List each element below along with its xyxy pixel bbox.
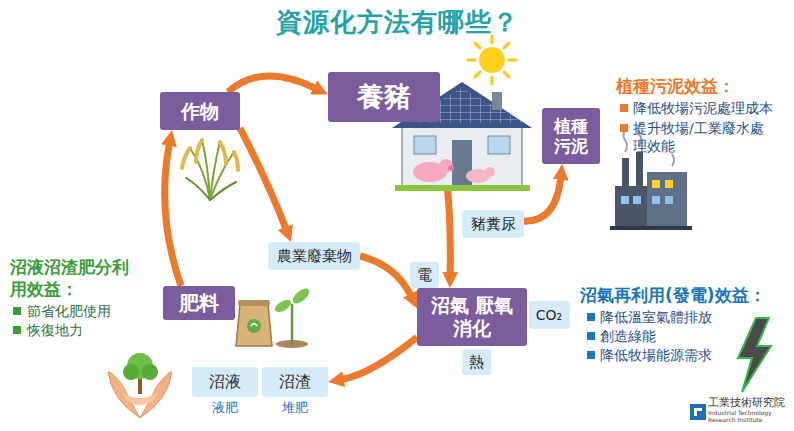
label-text: Industrial Technology Research Institute	[708, 410, 788, 424]
tag-box: 電	[410, 262, 439, 288]
tag-box: CO₂	[529, 301, 570, 329]
label-text: 降低牧場污泥處理成本	[633, 99, 773, 117]
sun-ray	[468, 59, 475, 62]
label-text: 降低牧場能源需求	[600, 346, 712, 364]
sun-ray	[504, 72, 509, 77]
sun-icon	[468, 36, 516, 84]
label-text: 沼氣再利用(發電)效益：	[580, 284, 766, 306]
label-text: 節省化肥使用	[27, 302, 111, 320]
label-text: 植種污泥效益：	[616, 75, 735, 97]
sun-ray	[504, 43, 509, 48]
box-text: CO₂	[536, 307, 562, 324]
box-text: 作物	[181, 100, 219, 123]
tag-box: 豬糞尿	[462, 210, 524, 238]
label-text: 提升牧場/工業廢水處理效能	[633, 119, 773, 155]
rice-plant	[182, 140, 238, 200]
box-text: 沼渣	[279, 372, 311, 391]
title: 資源化方法有哪些？	[0, 6, 794, 40]
label-text: 沼液沼渣肥分利用效益：	[10, 256, 136, 300]
box-text: 沼液	[209, 372, 241, 391]
flow-arrow	[240, 128, 286, 229]
process-box: 植種 污泥	[542, 108, 600, 164]
box-text: 熱	[469, 353, 484, 371]
box-text: 植種 污泥	[549, 116, 593, 157]
sun-ray	[475, 72, 480, 77]
box-text: 農業廢棄物	[277, 247, 352, 265]
flow-arrow	[165, 144, 181, 286]
label-text: 恢復地力	[27, 321, 83, 339]
process-box: 養豬	[328, 72, 440, 122]
label-text: 降低溫室氣體排放	[600, 308, 712, 326]
flow-arrow	[342, 337, 417, 379]
hands-with-tree	[108, 353, 172, 418]
flow-arrow	[360, 256, 411, 296]
box-text: 養豬	[357, 81, 411, 113]
bullet-squares	[13, 104, 628, 359]
sun-ray	[491, 36, 494, 43]
tag-box: 熱	[462, 349, 491, 375]
process-box: 肥料	[163, 286, 235, 320]
lightning-icon	[738, 318, 771, 392]
process-box: 沼氣 厭氧消化	[417, 288, 527, 346]
sun-ray	[509, 59, 516, 62]
box-text: 肥料	[179, 291, 219, 315]
sun-ray	[475, 43, 480, 48]
box-text: 沼氣 厭氧消化	[424, 294, 520, 340]
fertilizer-bag	[236, 300, 272, 346]
sun-ray	[491, 77, 494, 84]
flow-arrow	[228, 76, 315, 92]
box-subtext: 液肥	[180, 400, 270, 416]
tag-box: 沼液液肥	[192, 367, 258, 397]
flow-arrow	[524, 178, 561, 221]
label-text: 工業技術研究院	[708, 396, 785, 410]
tag-box: 沼渣堆肥	[262, 367, 328, 397]
box-text: 電	[417, 266, 432, 284]
label-text: 創造綠能	[600, 327, 656, 345]
process-box: 作物	[160, 92, 240, 130]
sprout	[273, 286, 312, 348]
box-subtext: 堆肥	[250, 400, 340, 416]
box-text: 豬糞尿	[471, 215, 516, 233]
logo-mark	[690, 404, 706, 420]
tag-box: 農業廢棄物	[268, 242, 360, 270]
